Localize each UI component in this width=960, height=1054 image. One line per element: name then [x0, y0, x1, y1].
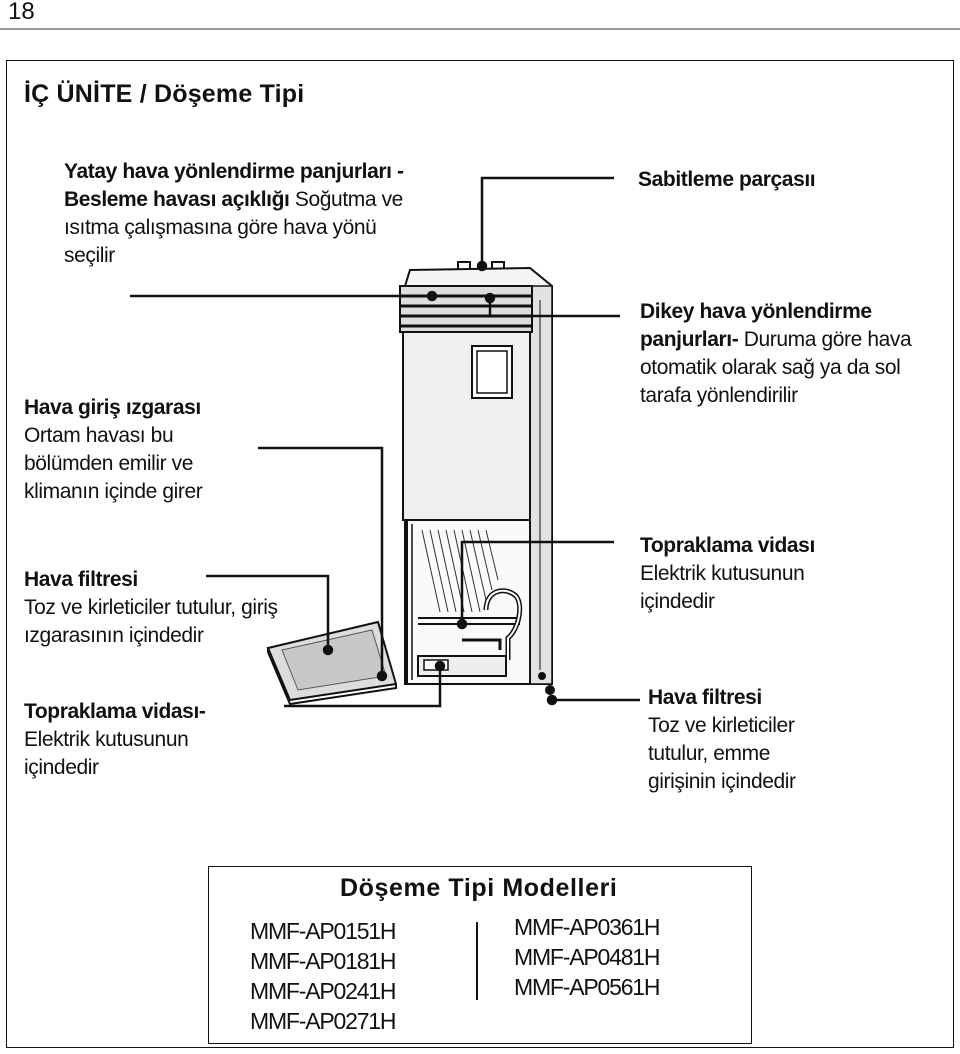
label-air-inlet-title: Hava giriş ızgarası [24, 396, 201, 419]
label-air-filter-right: Hava filtresi Toz ve kirleticiler tutulu… [648, 684, 948, 796]
label-air-filter-left-desc: Toz ve kirleticiler tutulur, giriş ızgar… [24, 596, 278, 647]
model-item: MMF-AP0241H [250, 978, 396, 1004]
label-vertical-louvers: Dikey hava yönlendirme panjurları- Durum… [640, 298, 950, 410]
label-vertical-louvers-desc: Duruma göre hava otomatik olarak sağ ya … [640, 328, 912, 407]
label-air-inlet: Hava giriş ızgarası Ortam havası bu bölü… [24, 394, 264, 506]
label-air-filter-right-title: Hava filtresi [648, 686, 762, 709]
label-ground-screw-left: Topraklama vidası- Elektrik kutusunun iç… [24, 698, 284, 782]
label-vertical-louvers-title: Dikey hava yönlendirme panjurları- [640, 300, 872, 351]
header-divider [0, 28, 960, 30]
label-fixing-part-title: Sabitleme parçasıı [638, 168, 816, 191]
label-ground-screw-left-title: Topraklama vidası- [24, 700, 206, 723]
label-ground-screw-left-desc: Elektrik kutusunun içindedir [24, 728, 189, 779]
models-list-right: MMF-AP0361H MMF-AP0481H MMF-AP0561H [514, 912, 660, 1002]
model-item: MMF-AP0271H [250, 1008, 396, 1034]
label-horizontal-louvers: Yatay hava yönlendirme panjurları - Besl… [64, 158, 404, 270]
label-air-filter-left-title: Hava filtresi [24, 568, 138, 591]
models-box [208, 866, 752, 1044]
model-item: MMF-AP0181H [250, 948, 396, 974]
model-item: MMF-AP0151H [250, 918, 396, 944]
label-horizontal-louvers-title: Yatay hava yönlendirme panjurları - Besl… [64, 160, 404, 211]
models-title: Döşeme Tipi Modelleri [340, 874, 618, 902]
label-ground-screw-right-title: Topraklama vidası [640, 534, 815, 557]
label-fixing-part: Sabitleme parçasıı [638, 166, 938, 194]
content-frame [6, 60, 954, 1048]
label-air-filter-left: Hava filtresi Toz ve kirleticiler tutulu… [24, 566, 324, 650]
page-number: 18 [8, 0, 35, 25]
models-divider [476, 922, 478, 1000]
section-title: İÇ ÜNİTE / Döşeme Tipi [24, 80, 305, 108]
label-ground-screw-right-desc: Elektrik kutusunun içindedir [640, 562, 805, 613]
model-item: MMF-AP0481H [514, 944, 660, 970]
models-list-left: MMF-AP0151H MMF-AP0181H MMF-AP0241H MMF-… [250, 916, 396, 1036]
label-ground-screw-right: Topraklama vidası Elektrik kutusunun içi… [640, 532, 940, 616]
label-air-filter-right-desc: Toz ve kirleticiler tutulur, emme girişi… [648, 714, 796, 793]
label-air-inlet-desc: Ortam havası bu bölümden emilir ve klima… [24, 424, 203, 503]
model-item: MMF-AP0361H [514, 914, 660, 940]
label-horizontal-louvers-desc: Soğutma ve ısıtma çalışmasına göre hava … [64, 188, 403, 267]
model-item: MMF-AP0561H [514, 974, 660, 1000]
